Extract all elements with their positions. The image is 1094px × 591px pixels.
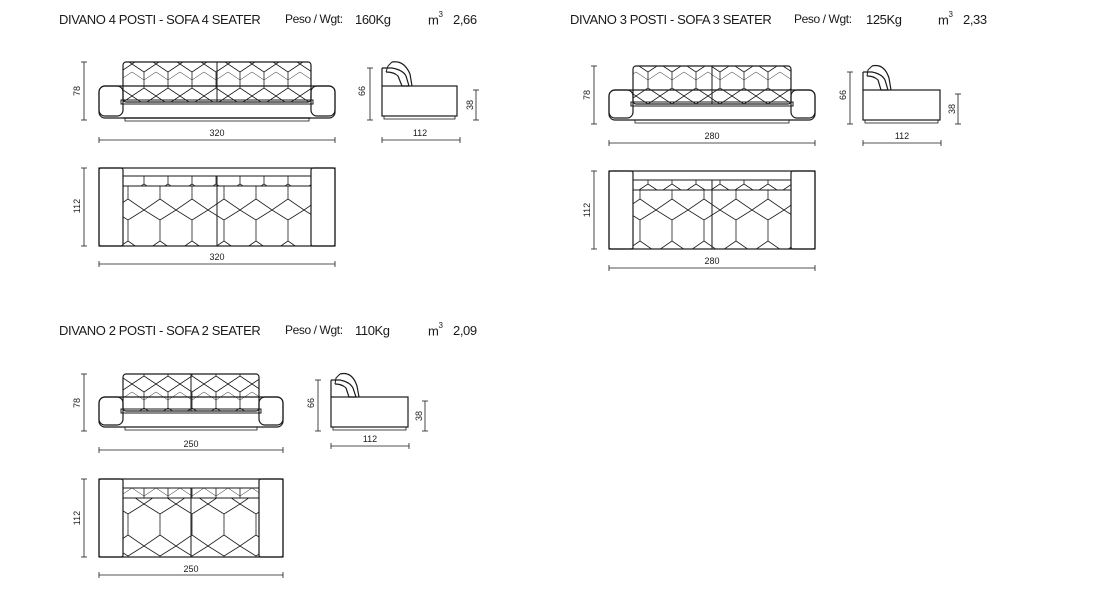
sofa-4-depth-dim: 112 xyxy=(72,199,82,213)
sofa-2-side-view xyxy=(330,372,409,431)
sofa-3-side-view xyxy=(862,64,941,124)
sofa-2-front-view xyxy=(98,373,284,431)
sofa-4-front-view xyxy=(98,61,336,122)
sofa-2-width-front-dim: 250 xyxy=(183,439,198,449)
sofa-3-side-depth-dim: 112 xyxy=(895,131,909,141)
sofa-3-weight: 125Kg xyxy=(866,12,902,27)
sofa-2-depth-dim: 112 xyxy=(72,511,82,525)
sofa-4-top-dims: 112 320 xyxy=(72,167,336,267)
sofa-3-front-dims: 78 280 xyxy=(582,65,816,146)
sofa-4-width-front-dim: 320 xyxy=(209,128,224,138)
sofa-4-title: DIVANO 4 POSTI - SOFA 4 SEATER xyxy=(59,12,261,27)
sofa-4-weight-label: Peso / Wgt: xyxy=(285,12,343,26)
sofa-4-side-view xyxy=(381,61,458,120)
sofa-2-side-depth-dim: 112 xyxy=(363,434,377,444)
sofa-4-side-depth-dim: 112 xyxy=(413,128,427,138)
sofa-3-volume-unit: m3 xyxy=(938,10,953,28)
sofa-3-depth-dim: 112 xyxy=(582,203,592,217)
sofa-2-height-dim: 78 xyxy=(72,398,82,408)
sofa-2-seat-height-dim: 66 xyxy=(306,398,316,408)
sofa-4-weight: 160Kg xyxy=(355,12,391,27)
sofa-3-front-view xyxy=(608,65,816,124)
sofa-4-armrest-height-dim: 38 xyxy=(465,100,475,110)
sofa-4-volume-unit: m3 xyxy=(428,10,443,28)
sofa-3-volume: 2,33 xyxy=(963,12,987,27)
sofa-2-header: DIVANO 2 POSTI - SOFA 2 SEATER Peso / Wg… xyxy=(59,321,489,343)
sofa-4-width-top-dim: 320 xyxy=(209,252,224,262)
sofa-2-front-dims: 78 250 xyxy=(72,373,284,453)
sofa-4-header: DIVANO 4 POSTI - SOFA 4 SEATER Peso / Wg… xyxy=(59,10,489,32)
sofa-4-side-dims: 66 38 112 xyxy=(357,67,479,143)
sofa-2-width-top-dim: 250 xyxy=(183,564,198,574)
sofa-4-volume: 2,66 xyxy=(453,12,477,27)
sofa-2-title: DIVANO 2 POSTI - SOFA 2 SEATER xyxy=(59,323,261,338)
sofa-2-weight-label: Peso / Wgt: xyxy=(285,323,343,337)
sofa-3-top-dims: 112 280 xyxy=(582,170,816,271)
sofa-3-width-front-dim: 280 xyxy=(704,131,719,141)
sofa-3-armrest-height-dim: 38 xyxy=(947,104,957,114)
sofa-4-height-dim: 78 xyxy=(72,86,82,96)
sofa-3-weight-label: Peso / Wgt: xyxy=(794,12,852,26)
sofa-2-side-dims: 66 38 112 xyxy=(306,379,428,449)
sofa-4-front-dims: 78 320 xyxy=(72,61,336,143)
sofa-4-top-view xyxy=(98,167,336,247)
sofa-2-weight: 110Kg xyxy=(355,323,390,338)
sofa-2-armrest-height-dim: 38 xyxy=(414,411,424,421)
sofa-3-width-top-dim: 280 xyxy=(704,256,719,266)
sofa-3-title: DIVANO 3 POSTI - SOFA 3 SEATER xyxy=(570,12,772,27)
sofa-4-seat-height-dim: 66 xyxy=(357,86,367,96)
sofa-3-header: DIVANO 3 POSTI - SOFA 3 SEATER Peso / Wg… xyxy=(570,10,1000,32)
sofa-2-volume-unit: m3 xyxy=(428,321,443,339)
sofa-3-seat-height-dim: 66 xyxy=(838,90,848,100)
sofa-2-top-view xyxy=(98,478,284,558)
sofa-3-top-view xyxy=(608,170,816,250)
sofa-3-side-dims: 66 38 112 xyxy=(838,71,961,146)
sofa-3-height-dim: 78 xyxy=(582,90,592,100)
sofa-2-volume: 2,09 xyxy=(453,323,477,338)
sofa-2-top-dims: 112 250 xyxy=(72,478,284,578)
